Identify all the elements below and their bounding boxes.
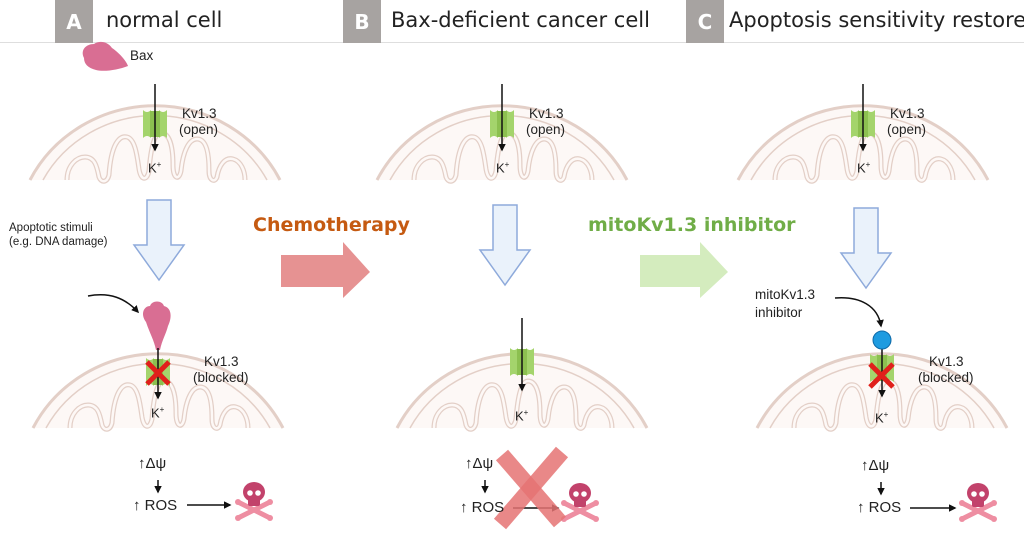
panel-c-inhibitor-molecule-icon — [872, 330, 892, 350]
panel-c-down-arrow — [840, 207, 892, 289]
panel-c-ion-top: K+ — [857, 160, 871, 176]
panel-c-ion-bottom: K+ — [875, 410, 889, 426]
panel-a-stimulus-arrow — [87, 294, 140, 314]
panel-b-channel-top-state: (open) — [526, 122, 566, 137]
panel-a-badge: A — [55, 0, 93, 43]
panel-c-cascade-line1: ↑Δψ — [861, 457, 890, 474]
inhibitor-arrow — [640, 242, 728, 298]
inhibitor-treatment-label: mitoKv1.3 inhibitor — [588, 214, 796, 236]
panel-a-bax-protein — [82, 41, 128, 71]
panel-a-channel-bottom-state: (blocked) — [193, 370, 249, 385]
panel-a-ion-top: K+ — [148, 160, 162, 176]
panel-a-bax-bound — [143, 301, 171, 350]
panel-b-channel-top-name: Kv1.3 — [529, 106, 564, 121]
panel-c-title: Apoptosis sensitivity restored — [729, 8, 1024, 32]
panel-a-cascade-line1: ↑Δψ — [138, 455, 167, 472]
panel-a-channel-bottom-name: Kv1.3 — [204, 354, 239, 369]
panel-c-cascade-line2: ↑ ROS — [857, 499, 902, 516]
panel-a-stimulus-label-1: Apoptotic stimuli — [9, 222, 93, 234]
header-divider — [0, 42, 1024, 43]
panel-c-skull-icon — [959, 483, 997, 522]
panel-c-inhibitor-label-1: mitoKv1.3 — [755, 287, 816, 302]
panel-b-title: Bax-deficient cancer cell — [391, 8, 650, 32]
panel-c-inhibitor-label-2: inhibitor — [755, 305, 803, 320]
panel-c-channel-bottom-state: (blocked) — [918, 370, 974, 385]
chemotherapy-arrow — [281, 242, 370, 298]
panel-b-ion-top: K+ — [496, 160, 510, 176]
panel-b-down-arrow — [479, 204, 531, 286]
panel-b-blocked-x-icon — [493, 446, 569, 530]
panel-a-bax-label: Bax — [130, 48, 154, 63]
panel-c-block-x-icon — [868, 362, 895, 389]
panel-c-inhibitor-arrow — [834, 297, 884, 328]
panel-a-cascade-line2: ↑ ROS — [133, 497, 178, 514]
panel-a-skull-icon — [235, 482, 273, 521]
panel-b-ion-bottom: K+ — [515, 408, 529, 424]
chemotherapy-label: Chemotherapy — [253, 214, 410, 236]
panel-c-channel-top-state: (open) — [887, 122, 927, 137]
panel-c-badge: C — [686, 0, 724, 43]
panel-a-channel-top-name: Kv1.3 — [182, 106, 217, 121]
panel-a-channel-top-state: (open) — [179, 122, 219, 137]
panel-a-stimulus-label-2: (e.g. DNA damage) — [9, 236, 108, 248]
panel-b-cascade-line1: ↑Δψ — [465, 455, 494, 472]
panel-a-block-x-icon — [145, 360, 171, 386]
panel-b-cascade-line2: ↑ ROS — [460, 499, 505, 516]
panel-a-down-arrow — [133, 199, 185, 281]
panel-a-title: normal cell — [106, 8, 223, 32]
panel-b-badge: B — [343, 0, 381, 43]
panel-a-ion-bottom: K+ — [151, 405, 165, 421]
panel-c-channel-bottom-name: Kv1.3 — [929, 354, 964, 369]
panel-c-channel-top-name: Kv1.3 — [890, 106, 925, 121]
panel-b-skull-icon — [561, 483, 599, 522]
